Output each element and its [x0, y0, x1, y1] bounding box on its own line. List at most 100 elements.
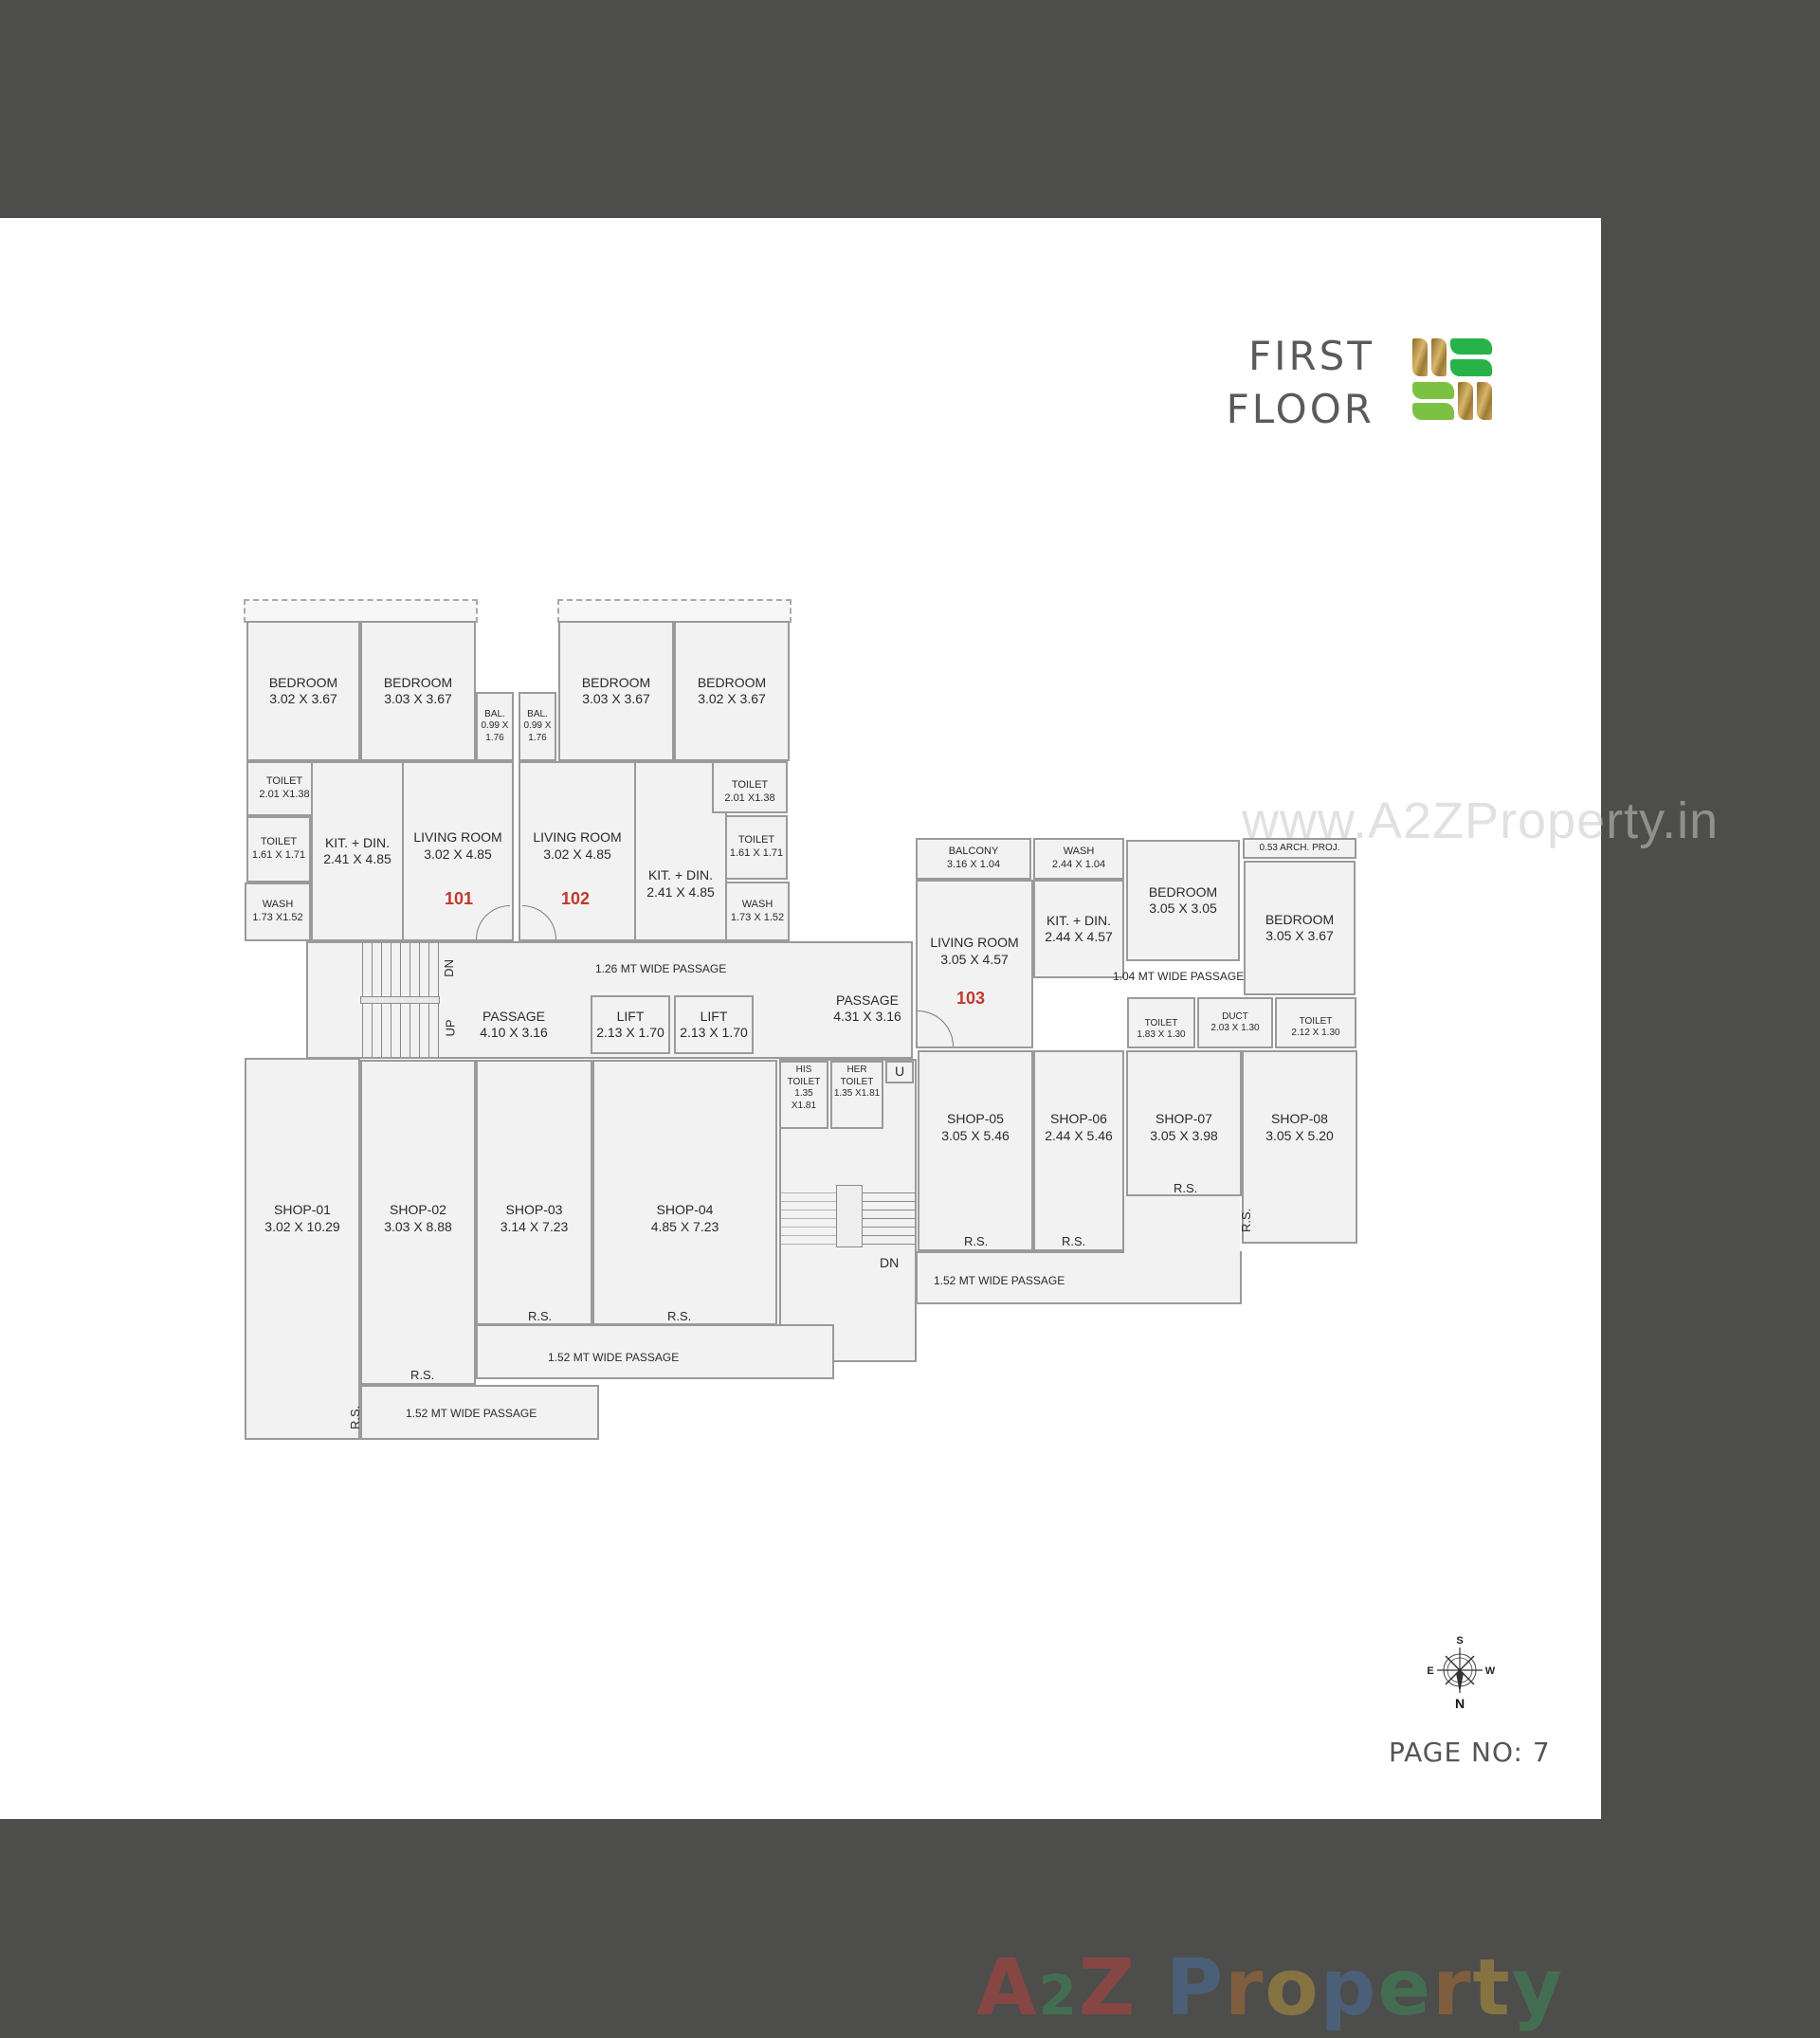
- room-dimension: 2.44 X 5.46: [1045, 1127, 1113, 1143]
- room-dimension: 1.61 X 1.71: [251, 849, 306, 861]
- room-label: BEDROOM: [697, 674, 767, 690]
- room-103-balcony: BALCONY 3.16 X 1.04: [916, 838, 1031, 880]
- room-label: PASSAGE: [836, 992, 899, 1008]
- room-label: TOILET: [260, 836, 298, 848]
- room-label: SHOP-03: [505, 1202, 563, 1217]
- room-103-arch-projection: 0.53 ARCH. PROJ.: [1243, 838, 1356, 859]
- room-dimension: 3.05 X 4.57: [940, 951, 1009, 967]
- room-label: SHOP-02: [390, 1202, 446, 1217]
- unit-number-103: 103: [956, 989, 986, 1008]
- room-dimension: 2.44 X 4.57: [1045, 929, 1113, 944]
- urinal: U: [885, 1061, 914, 1083]
- room-102-toilet-1: TOILET 2.01 X1.38: [712, 761, 788, 813]
- room-dimension: 3.03 X 3.67: [384, 691, 452, 706]
- brand-watermark: A2Z Property: [976, 1943, 1564, 2033]
- passage-152-west-lower: [360, 1385, 599, 1440]
- room-label: LIVING ROOM: [930, 935, 1019, 950]
- room-102-bedroom-2: BEDROOM 3.02 X 3.67: [674, 621, 790, 761]
- room-label: WASH: [1063, 846, 1095, 858]
- room-102-toilet-2: TOILET 1.61 X 1.71: [725, 815, 788, 880]
- room-101-bedroom-2: BEDROOM 3.03 X 3.67: [360, 621, 476, 761]
- room-dimension: 1.61 X 1.71: [729, 847, 784, 859]
- brand-letter: y: [1511, 1943, 1565, 2033]
- room-label: SHOP-06: [1050, 1111, 1107, 1126]
- room-dimension: 4.10 X 3.16: [480, 1025, 548, 1040]
- unit-number-102: 102: [561, 889, 591, 908]
- room-dimension: 2.01 X1.38: [724, 792, 775, 804]
- room-dimension: 1.73 X 1.52: [730, 911, 785, 923]
- brand-letter: p: [1320, 1943, 1378, 2033]
- passage-104-label: 1.04 MT WIDE PASSAGE: [1113, 970, 1245, 983]
- passage-152-west-upper: [476, 1324, 834, 1379]
- room-label: BAL.: [527, 708, 548, 719]
- rolling-shutter-label: R.S.: [1239, 1208, 1253, 1232]
- unit-number-101: 101: [445, 889, 474, 908]
- room-103-kitchen-dining: KIT. + DIN. 2.44 X 4.57: [1033, 880, 1124, 978]
- room-label: TOILET: [840, 1076, 874, 1087]
- room-dimension: 1.76: [528, 732, 547, 743]
- room-dimension: 1.35 X1.81: [833, 1088, 881, 1099]
- brand-letter: r: [1224, 1943, 1265, 2033]
- brand-letter: t: [1472, 1943, 1512, 2033]
- room-dimension: 3.02 X 4.85: [543, 846, 611, 862]
- his-toilet: HIS TOILET 1.35 X1.81: [779, 1061, 828, 1129]
- room-label: SHOP-01: [274, 1202, 331, 1217]
- room-label: LIVING ROOM: [413, 829, 502, 845]
- brand-letter: A: [976, 1943, 1039, 2033]
- room-dimension: 3.02 X 3.67: [269, 691, 337, 706]
- room-label: 0.53 ARCH. PROJ.: [1259, 842, 1340, 853]
- room-dimension: 4.31 X 3.16: [833, 1009, 901, 1024]
- lift-1: LIFT 2.13 X 1.70: [591, 995, 670, 1054]
- room-dimension: 0.99 X: [523, 720, 552, 732]
- title-line-2: FLOOR: [1226, 386, 1374, 432]
- room-label: SHOP-05: [947, 1111, 1004, 1126]
- passage-152-east-upper: [1124, 1196, 1240, 1253]
- room-dimension: 2.13 X 1.70: [596, 1025, 664, 1040]
- passage-1: PASSAGE 4.10 X 3.16: [474, 1005, 554, 1045]
- room-101-toilet-1: TOILET 2.01 X1.38: [246, 761, 322, 816]
- svg-text:E: E: [1427, 1665, 1433, 1677]
- room-101-toilet-2: TOILET 1.61 X 1.71: [246, 816, 311, 883]
- projection-102: [557, 599, 792, 623]
- room-dimension: 2.41 X 4.85: [323, 851, 391, 866]
- room-label: SHOP-07: [1156, 1111, 1212, 1126]
- room-label: BAL.: [484, 708, 505, 719]
- room-101-living-room: LIVING ROOM 3.02 X 4.85: [402, 761, 514, 941]
- rolling-shutter-label: R.S.: [410, 1368, 435, 1382]
- room-102-balcony: BAL. 0.99 X 1.76: [519, 692, 556, 761]
- brand-letter: Z: [1078, 1943, 1138, 2033]
- page-number: PAGE NO: 7: [1389, 1737, 1551, 1768]
- room-dimension: 3.05 X 3.05: [1149, 901, 1217, 916]
- room-label: TOILET: [731, 778, 769, 791]
- room-label: WASH: [741, 898, 774, 910]
- passage-2: PASSAGE 4.31 X 3.16: [825, 988, 910, 1029]
- room-dimension: 3.16 X 1.04: [946, 859, 1001, 870]
- room-dimension: 0.99 X: [481, 720, 509, 732]
- room-103-bedroom-1: BEDROOM 3.05 X 3.05: [1126, 840, 1240, 961]
- room-label: WASH: [262, 899, 294, 911]
- staircase-2: [779, 1185, 917, 1251]
- room-dimension: 3.03 X 8.88: [384, 1218, 452, 1234]
- svg-text:W: W: [1485, 1665, 1496, 1677]
- room-label: LIVING ROOM: [533, 829, 622, 845]
- room-dimension: 2.13 X 1.70: [680, 1025, 748, 1040]
- room-103-toilet-2: TOILET 2.12 X 1.30: [1275, 997, 1356, 1048]
- room-label: KIT. + DIN.: [647, 867, 714, 883]
- room-label: PASSAGE: [482, 1008, 545, 1024]
- room-102-kitchen-dining: KIT. + DIN. 2.41 X 4.85: [634, 761, 727, 941]
- stair-2-dn-label: DN: [880, 1255, 900, 1270]
- shop-03: SHOP-03 3.14 X 7.23: [476, 1060, 592, 1325]
- room-label: TOILET: [1299, 1015, 1333, 1027]
- room-dimension: 3.14 X 7.23: [500, 1218, 569, 1234]
- room-label: KIT. + DIN.: [324, 834, 391, 850]
- rolling-shutter-label: R.S.: [1174, 1181, 1198, 1195]
- rolling-shutter-label: R.S.: [528, 1309, 553, 1323]
- room-103-duct: DUCT 2.03 X 1.30: [1197, 997, 1273, 1048]
- room-dimension: 3.05 X 3.67: [1265, 928, 1334, 943]
- room-label: SHOP-04: [656, 1202, 714, 1217]
- room-dimension: 1.83 X 1.30: [1137, 1029, 1186, 1040]
- her-toilet: HER TOILET 1.35 X1.81: [830, 1061, 883, 1129]
- passage-152-label: 1.52 MT WIDE PASSAGE: [548, 1351, 680, 1364]
- shop-06: SHOP-06 2.44 X 5.46: [1033, 1050, 1124, 1251]
- passage-152-label: 1.52 MT WIDE PASSAGE: [934, 1274, 1065, 1287]
